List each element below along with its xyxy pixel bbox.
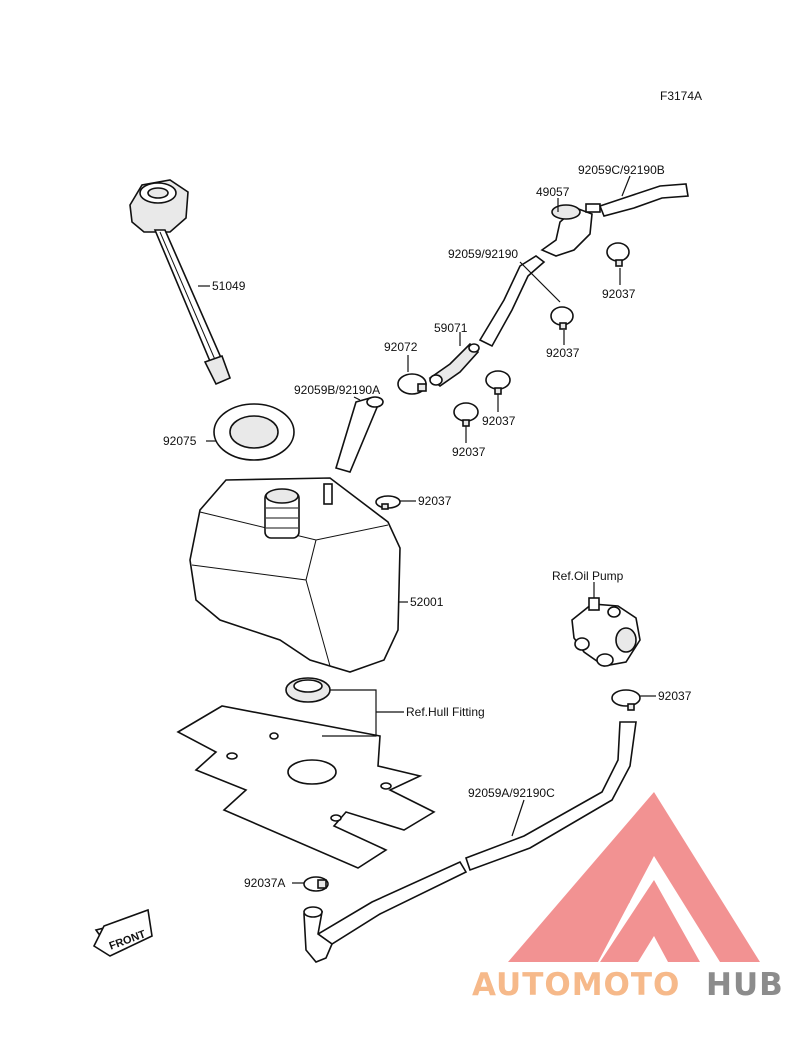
label-ref-hull-fitting: Ref.Hull Fitting bbox=[406, 705, 485, 719]
label-92037-a: 92037 bbox=[602, 287, 636, 301]
watermark-text-hub: HUB bbox=[706, 967, 784, 1003]
label-92059B: 92059B/92190A bbox=[294, 383, 380, 397]
part-92072-clamp[interactable] bbox=[397, 373, 427, 395]
label-92037-f: 92037 bbox=[658, 689, 692, 703]
label-92037-e: 92037 bbox=[418, 494, 452, 508]
part-51049-dipstick[interactable] bbox=[129, 179, 232, 386]
front-arrow-icon bbox=[92, 908, 153, 957]
part-52001-oil-tank[interactable] bbox=[189, 477, 401, 673]
label-92059: 92059/92190 bbox=[448, 247, 518, 261]
part-49057-check-valve[interactable] bbox=[540, 203, 601, 257]
leader-92059A bbox=[511, 799, 525, 837]
leader-ref-hull-fitting bbox=[322, 689, 404, 737]
part-92037-clamp-a[interactable] bbox=[606, 242, 630, 267]
label-51049: 51049 bbox=[212, 279, 246, 293]
part-92059B-hose[interactable] bbox=[334, 396, 384, 473]
part-hull-fitting[interactable] bbox=[176, 677, 436, 869]
part-92059-hose[interactable] bbox=[478, 255, 546, 348]
label-92037-c: 92037 bbox=[482, 414, 516, 428]
leader-92059B bbox=[353, 396, 361, 401]
part-92059C-hose[interactable] bbox=[598, 183, 689, 217]
part-92037-clamp-f[interactable] bbox=[611, 689, 641, 711]
label-52001: 52001 bbox=[410, 595, 444, 609]
label-92059C: 92059C/92190B bbox=[578, 163, 665, 177]
label-ref-oil-pump: Ref.Oil Pump bbox=[552, 569, 624, 583]
label-92037A: 92037A bbox=[244, 876, 285, 890]
part-92075-gasket[interactable] bbox=[213, 403, 295, 461]
label-92075: 92075 bbox=[163, 434, 197, 448]
diagram-id: F3174A bbox=[660, 89, 702, 103]
label-92072: 92072 bbox=[384, 340, 418, 354]
label-49057: 49057 bbox=[536, 185, 570, 199]
watermark-logo-icon bbox=[508, 792, 760, 962]
part-oil-pump[interactable] bbox=[571, 597, 641, 667]
part-92037-clamp-b[interactable] bbox=[550, 306, 574, 330]
part-59071-fitting[interactable] bbox=[428, 342, 480, 387]
part-92037-clamp-d[interactable] bbox=[453, 402, 479, 427]
part-92059A-hose[interactable] bbox=[303, 721, 637, 963]
part-92037-clamp-e[interactable] bbox=[375, 495, 401, 510]
label-92059A: 92059A/92190C bbox=[468, 786, 555, 800]
leader-92059 bbox=[519, 261, 561, 303]
part-92037-clamp-c[interactable] bbox=[485, 370, 511, 395]
leader-92059C bbox=[621, 175, 631, 197]
part-92037A-clamp[interactable] bbox=[303, 876, 329, 892]
watermark-text-automoto: AUTOMOTO bbox=[472, 967, 680, 1003]
label-92037-b: 92037 bbox=[546, 346, 580, 360]
label-59071: 59071 bbox=[434, 321, 468, 335]
label-92037-d: 92037 bbox=[452, 445, 486, 459]
